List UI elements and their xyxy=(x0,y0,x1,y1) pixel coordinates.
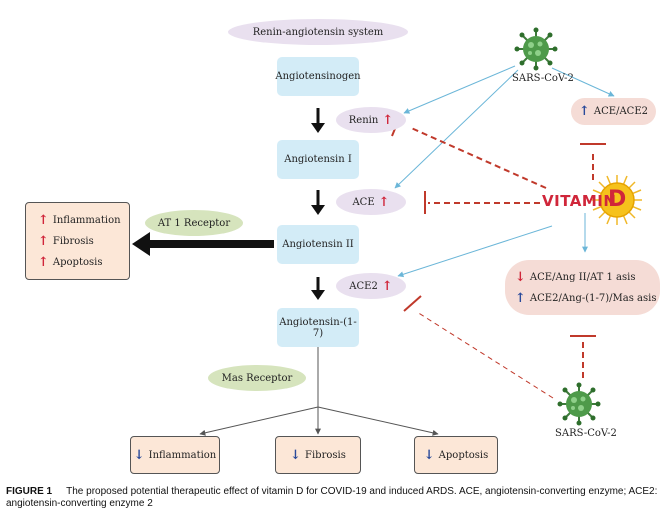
figure-label: FIGURE 1 xyxy=(6,486,53,497)
mas-effect-inflammation: ↓Inflammation xyxy=(130,436,220,474)
up-arrow-icon: ↑ xyxy=(382,112,394,128)
at1-receptor-ellipse: AT 1 Receptor xyxy=(145,210,243,236)
axis-line: ↑ACE2/Ang-(1-7)/Mas asis xyxy=(515,290,657,306)
up-arrow-icon: ↑ xyxy=(515,290,526,306)
mas-receptor-ellipse: Mas Receptor xyxy=(208,365,306,391)
virus-top-label: SARS-CoV-2 xyxy=(512,73,574,84)
mas-effect-fibrosis: ↓Fibrosis xyxy=(275,436,361,474)
angiotensin-1-7-box: Angiotensin-(1-7) xyxy=(277,308,359,347)
sun-icon xyxy=(592,175,642,225)
down-arrow-icon: ↓ xyxy=(515,269,526,285)
virus-arrows xyxy=(394,65,615,278)
down-arrow-icon: ↓ xyxy=(290,447,302,463)
effect-item: ↑Fibrosis xyxy=(38,233,94,249)
axis-line: ↓ACE/Ang II/AT 1 asis xyxy=(515,269,636,285)
up-arrow-icon: ↑ xyxy=(378,194,390,210)
up-arrow-icon: ↑ xyxy=(38,212,49,228)
virus-bottom-icon xyxy=(557,382,601,426)
ace-ellipse: ACE↑ xyxy=(336,189,406,215)
at1-arrow xyxy=(132,232,274,256)
axis-box: ↓ACE/Ang II/AT 1 asis ↑ACE2/Ang-(1-7)/Ma… xyxy=(505,260,660,315)
ace-ratio-box: ↑ACE/ACE2 xyxy=(571,98,656,125)
effect-item: ↑Apoptosis xyxy=(38,254,103,270)
up-arrow-icon: ↑ xyxy=(579,104,590,119)
down-arrow-icon: ↓ xyxy=(423,447,435,463)
vitamin-label: VITAMIN xyxy=(542,192,617,210)
up-arrow-icon: ↑ xyxy=(381,278,393,294)
angiotensin-i-box: Angiotensin I xyxy=(277,140,359,179)
effect-item: ↑Inflammation xyxy=(38,212,121,228)
up-arrow-icon: ↑ xyxy=(38,233,49,249)
virus-bottom-label: SARS-CoV-2 xyxy=(555,428,617,439)
ras-title: Renin-angiotensin system xyxy=(228,19,408,45)
vitamin-d-letter: D xyxy=(608,187,627,212)
angiotensin-ii-box: Angiotensin II xyxy=(277,225,359,264)
up-arrow-icon: ↑ xyxy=(38,254,49,270)
down-arrow-icon: ↓ xyxy=(133,447,145,463)
virus-top-icon xyxy=(514,27,558,71)
pathway-arrows xyxy=(311,108,325,300)
figure-caption-text: The proposed potential therapeutic effec… xyxy=(6,486,658,509)
inhibition-lines xyxy=(391,113,606,399)
angiotensinogen-box: Angiotensinogen xyxy=(275,57,361,96)
mas-branches xyxy=(199,347,439,436)
at1-effects-box: ↑Inflammation ↑Fibrosis ↑Apoptosis xyxy=(25,202,130,280)
renin-ellipse: Renin↑ xyxy=(336,107,406,133)
ace2-ellipse: ACE2↑ xyxy=(336,273,406,299)
mas-effect-apoptosis: ↓Apoptosis xyxy=(414,436,498,474)
